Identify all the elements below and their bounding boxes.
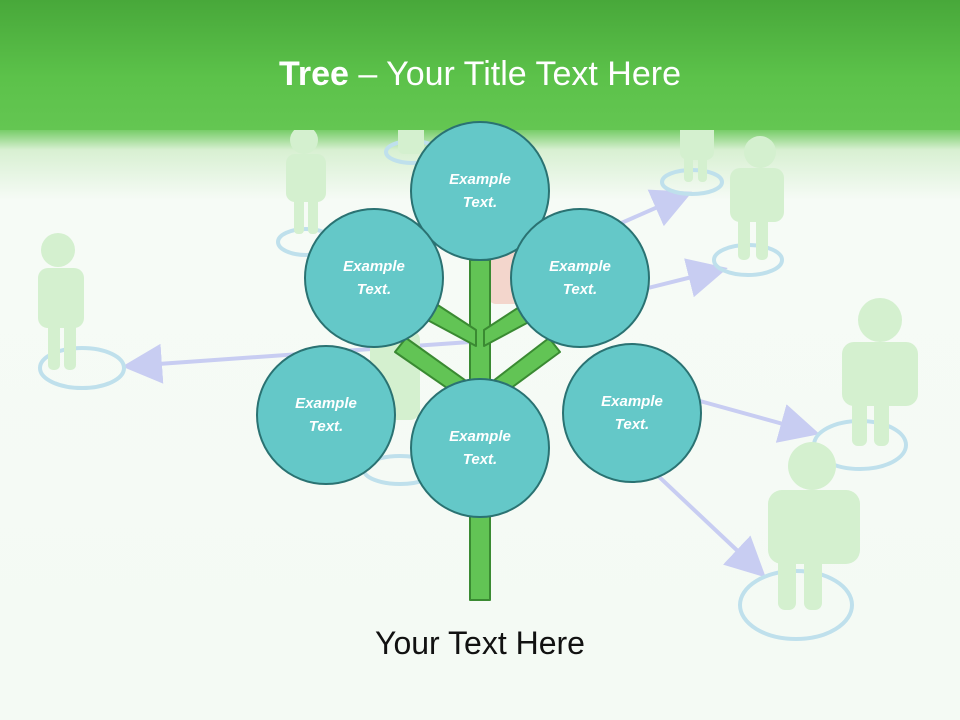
node-center: Example Text. (410, 378, 550, 518)
node-lower-right-text: Example Text. (601, 393, 663, 433)
node-center-text: Example Text. (449, 428, 511, 468)
header-band (0, 0, 960, 130)
title-dash: – (348, 55, 387, 93)
node-lower-left: Example Text. (256, 345, 396, 485)
node-upper-left-text: Example Text. (343, 258, 405, 298)
node-top-text: Example Text. (449, 171, 511, 211)
node-lower-left-text: Example Text. (295, 395, 357, 435)
slide-title: Tree – Your Title Text Here (0, 52, 960, 96)
title-bold: Tree (279, 55, 349, 93)
node-upper-right-text: Example Text. (549, 258, 611, 298)
title-rest: Your Title Text Here (386, 55, 681, 93)
node-upper-left: Example Text. (304, 208, 444, 348)
node-upper-right: Example Text. (510, 208, 650, 348)
node-lower-right: Example Text. (562, 343, 702, 483)
caption-text: Your Text Here (375, 625, 585, 661)
